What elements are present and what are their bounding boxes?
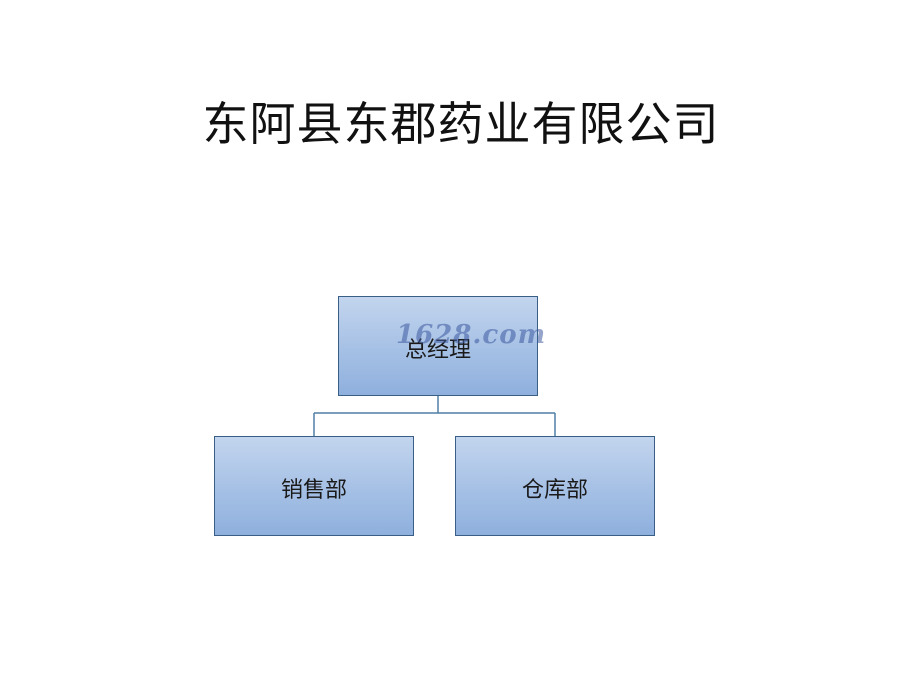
org-node-general-manager: 总经理 <box>338 296 538 396</box>
org-node-label: 总经理 <box>404 338 471 363</box>
org-node-sales-dept: 销售部 <box>214 436 414 536</box>
slide-title: 东阿县东郡药业有限公司 <box>202 97 720 151</box>
org-node-label: 销售部 <box>280 478 347 503</box>
org-node-warehouse-dept: 仓库部 <box>455 436 655 536</box>
org-node-label: 仓库部 <box>521 478 588 503</box>
